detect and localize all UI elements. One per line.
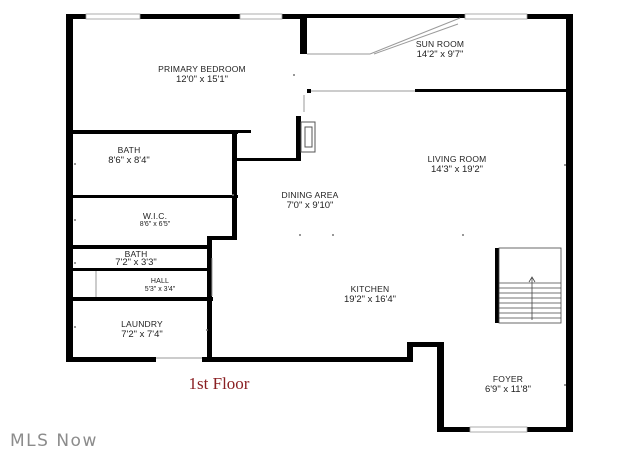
- bath-upper-name: BATH: [118, 145, 141, 155]
- interior-details: [95, 17, 461, 359]
- fixture-marks: [74, 74, 566, 386]
- kitchen-name: KITCHEN: [351, 284, 390, 294]
- foyer-name: FOYER: [493, 374, 523, 384]
- sun-room-dims: 14'2" x 9'7": [417, 49, 464, 60]
- exterior-walls: [66, 14, 573, 432]
- watermark: MLS Now: [10, 431, 98, 450]
- sun-room-name: SUN ROOM: [416, 39, 464, 49]
- dining-area-dims: 7'0" x 9'10": [287, 200, 334, 211]
- fireplace-icon: [300, 121, 316, 153]
- primary-bedroom-dims: 12'0" x 15'1": [176, 74, 228, 85]
- foyer-dims: 6'9" x 11'8": [485, 384, 531, 395]
- laundry-name: LAUNDRY: [121, 319, 163, 329]
- interior-walls: [73, 89, 573, 362]
- laundry-dims: 7'2" x 7'4": [121, 329, 163, 340]
- hall-dims: 5'3" x 3'4": [145, 286, 176, 293]
- bath-lower-name: BATH: [125, 249, 148, 259]
- wic-dims: 8'6" x 6'5": [140, 221, 171, 228]
- living-room-name: LIVING ROOM: [428, 154, 487, 164]
- dining-area-name: DINING AREA: [282, 190, 339, 200]
- hall-name: HALL: [151, 278, 169, 285]
- living-room-dims: 14'3" x 19'2": [431, 164, 483, 175]
- floor-label: 1st Floor: [189, 374, 250, 393]
- wic-name: W.I.C.: [143, 211, 167, 221]
- bath-upper-dims: 8'6" x 8'4": [108, 155, 150, 166]
- bath-lower-dims: 7'2" x 3'3": [115, 257, 157, 268]
- kitchen-dims: 19'2" x 16'4": [344, 294, 396, 305]
- windows: [85, 13, 528, 433]
- primary-bedroom-name: PRIMARY BEDROOM: [158, 64, 246, 74]
- stairs-icon: [498, 247, 562, 324]
